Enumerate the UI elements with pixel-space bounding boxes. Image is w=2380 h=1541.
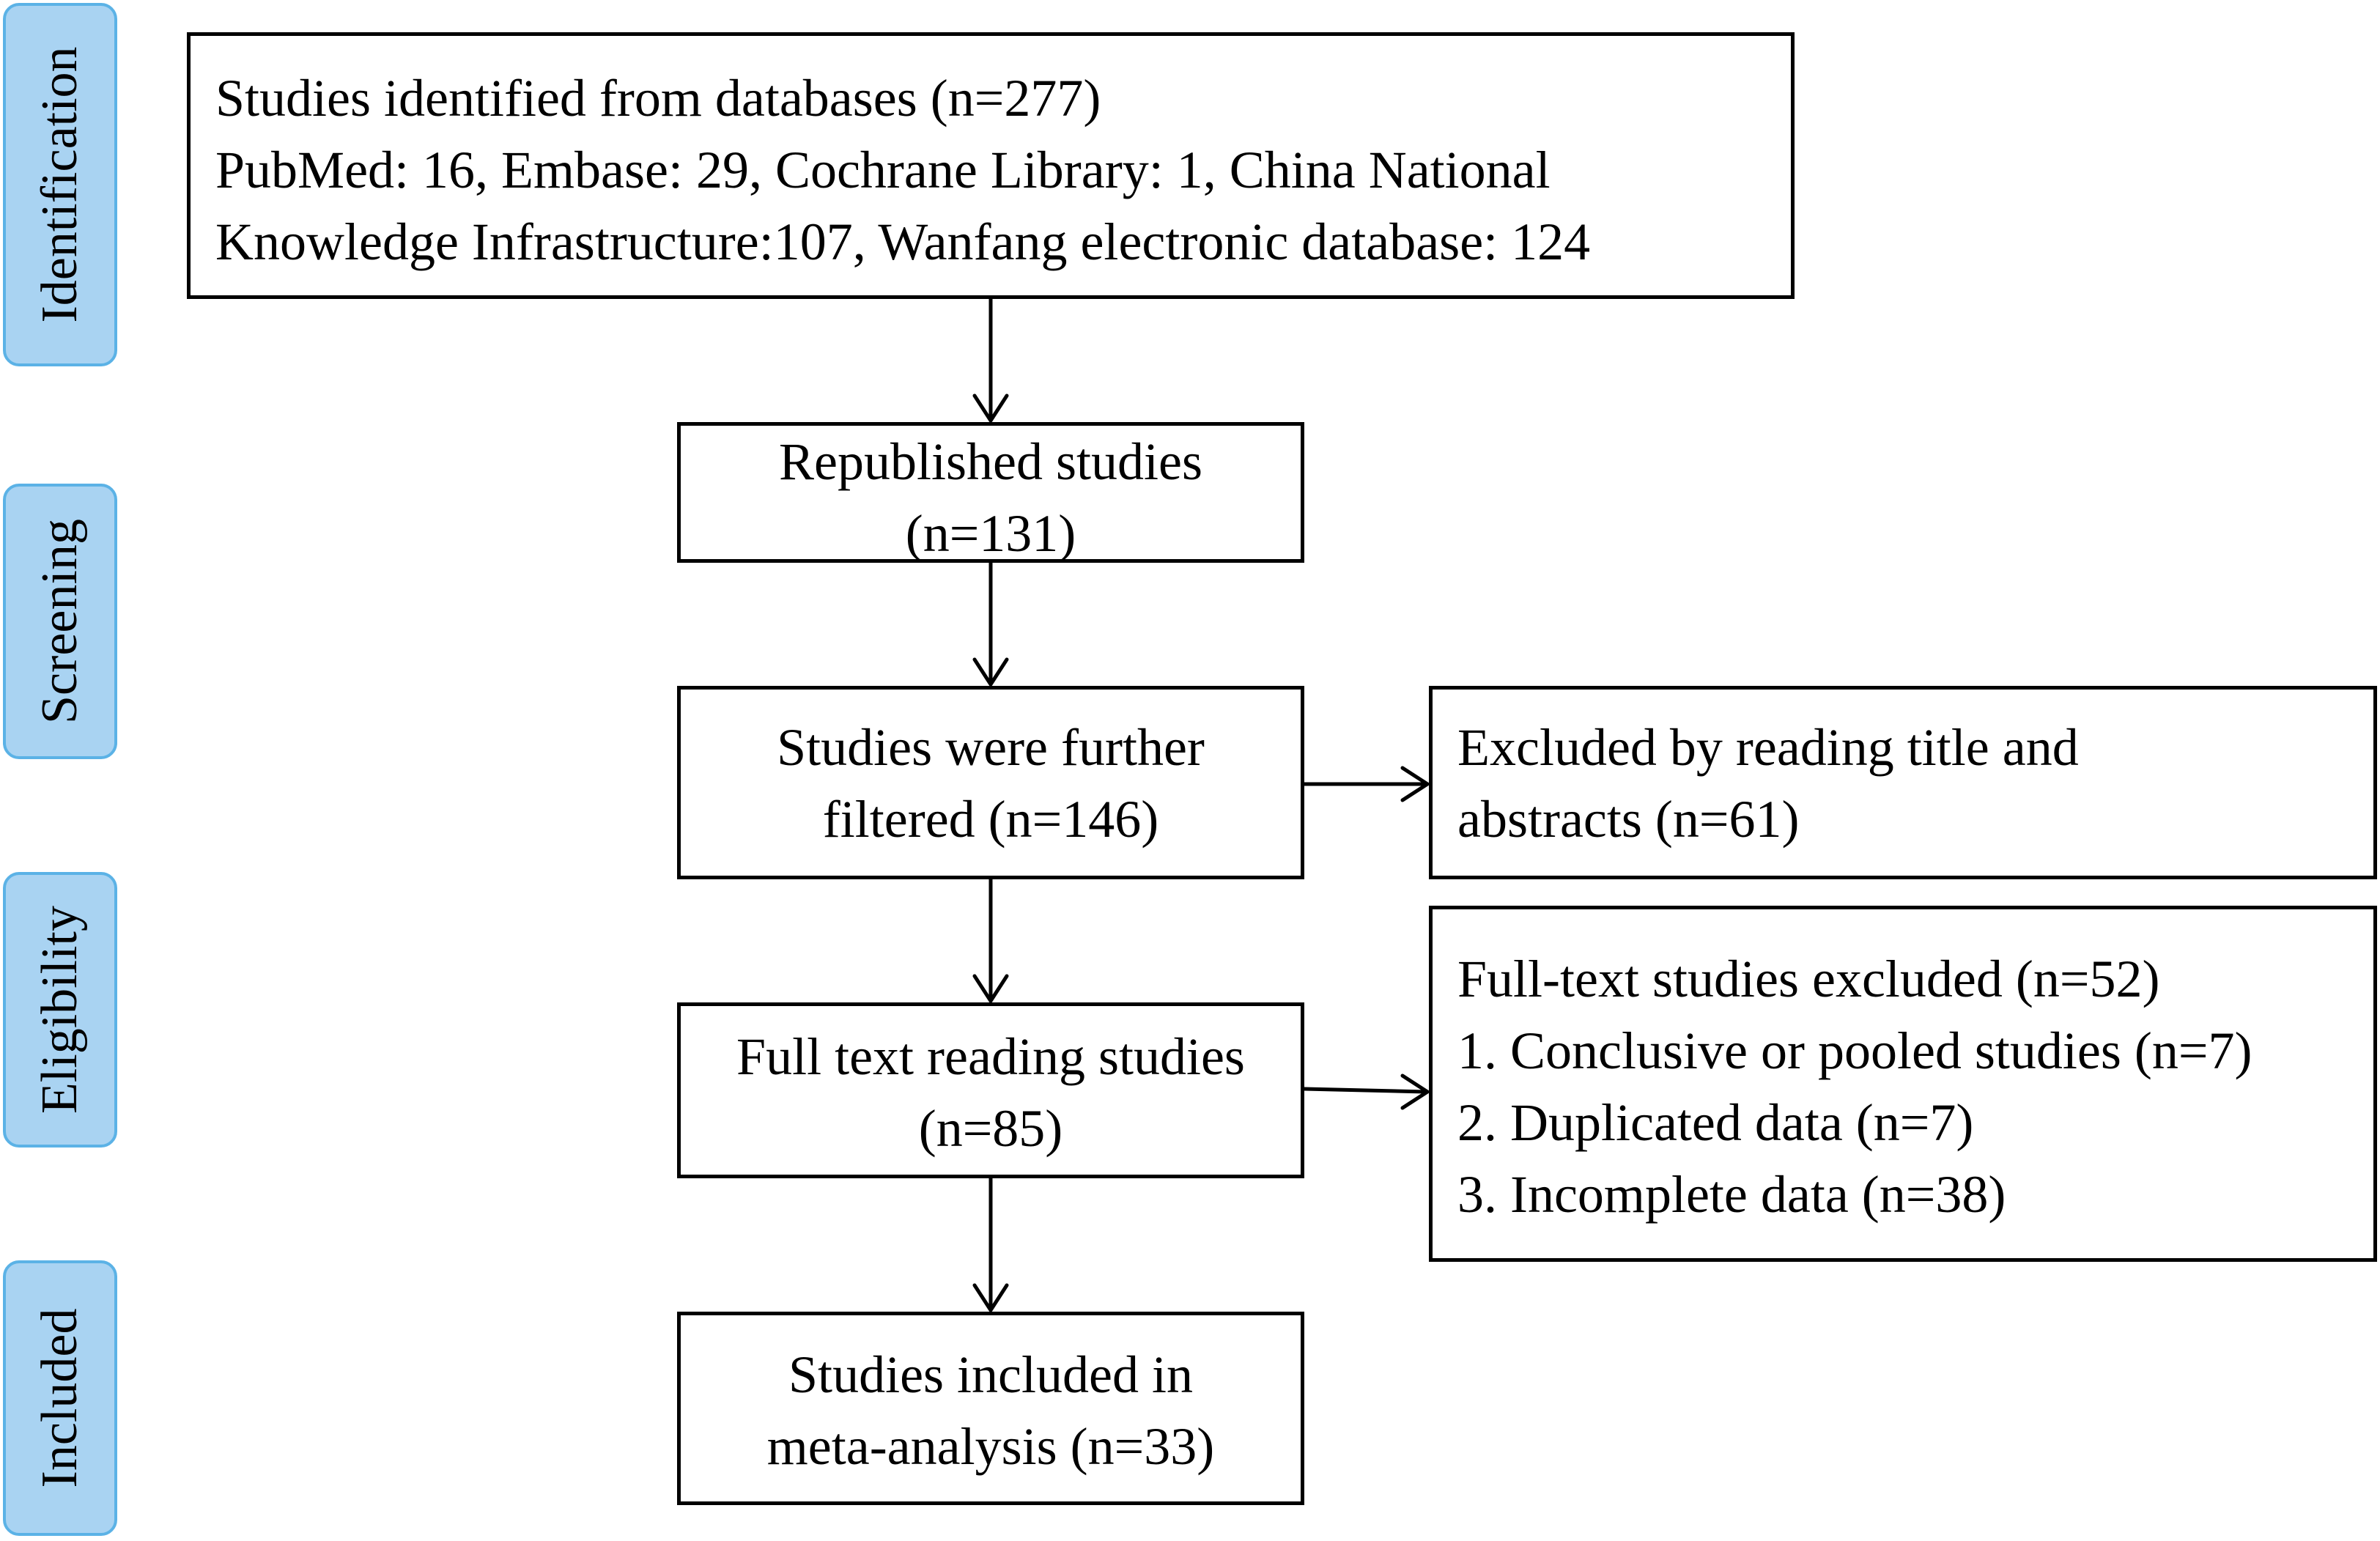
box-excluded-title-abstracts: Excluded by reading title and abstracts … xyxy=(1429,686,2377,879)
included-line-2: meta-analysis (n=33) xyxy=(766,1417,1215,1476)
box-full-text-reading: Full text reading studies (n=85) xyxy=(677,1002,1304,1178)
full-text-line-1: Full text reading studies xyxy=(736,1027,1245,1086)
arrow-filtered-to-full-text xyxy=(972,877,1009,1003)
stage-included: Included xyxy=(3,1260,117,1536)
filtered-line-1: Studies were further xyxy=(777,718,1205,777)
arrow-republished-to-filtered xyxy=(972,561,1009,687)
arrow-full-text-to-included xyxy=(972,1176,1009,1312)
arrow-filtered-to-excluded-title xyxy=(1302,766,1430,802)
box-studies-identified: Studies identified from databases (n=277… xyxy=(187,32,1795,299)
arrow-identified-to-republished xyxy=(972,297,1009,423)
identified-line-2: PubMed: 16, Embase: 29, Cochrane Library… xyxy=(215,141,1551,199)
full-text-line-2: (n=85) xyxy=(918,1099,1063,1158)
included-line-1: Studies included in xyxy=(788,1345,1193,1404)
identified-line-1: Studies identified from databases (n=277… xyxy=(215,69,1101,128)
fulltext-excluded-line-1: Full-text studies excluded (n=52) xyxy=(1457,950,2160,1008)
fulltext-excluded-line-3: 2. Duplicated data (n=7) xyxy=(1457,1093,1974,1152)
fulltext-excluded-line-2: 1. Conclusive or pooled studies (n=7) xyxy=(1457,1021,2252,1080)
arrow-full-text-to-fulltext-excluded xyxy=(1302,1073,1430,1110)
filtered-line-2: filtered (n=146) xyxy=(822,790,1159,849)
republished-line-2: (n=131) xyxy=(905,504,1076,563)
stage-screening: Screening xyxy=(3,484,117,759)
stage-identification: Identification xyxy=(3,3,117,366)
identified-line-3: Knowledge Infrastructure:107, Wanfang el… xyxy=(215,213,1591,271)
fulltext-excluded-line-4: 3. Incomplete data (n=38) xyxy=(1457,1165,2006,1224)
box-studies-included: Studies included in meta-analysis (n=33) xyxy=(677,1312,1304,1505)
excluded-title-line-2: abstracts (n=61) xyxy=(1457,790,1800,849)
excluded-title-line-1: Excluded by reading title and xyxy=(1457,718,2079,777)
republished-line-1: Republished studies xyxy=(779,432,1202,491)
box-republished-studies: Republished studies (n=131) xyxy=(677,422,1304,563)
stage-eligibility: Eligibility xyxy=(3,872,117,1148)
box-fulltext-excluded: Full-text studies excluded (n=52) 1. Con… xyxy=(1429,906,2377,1262)
